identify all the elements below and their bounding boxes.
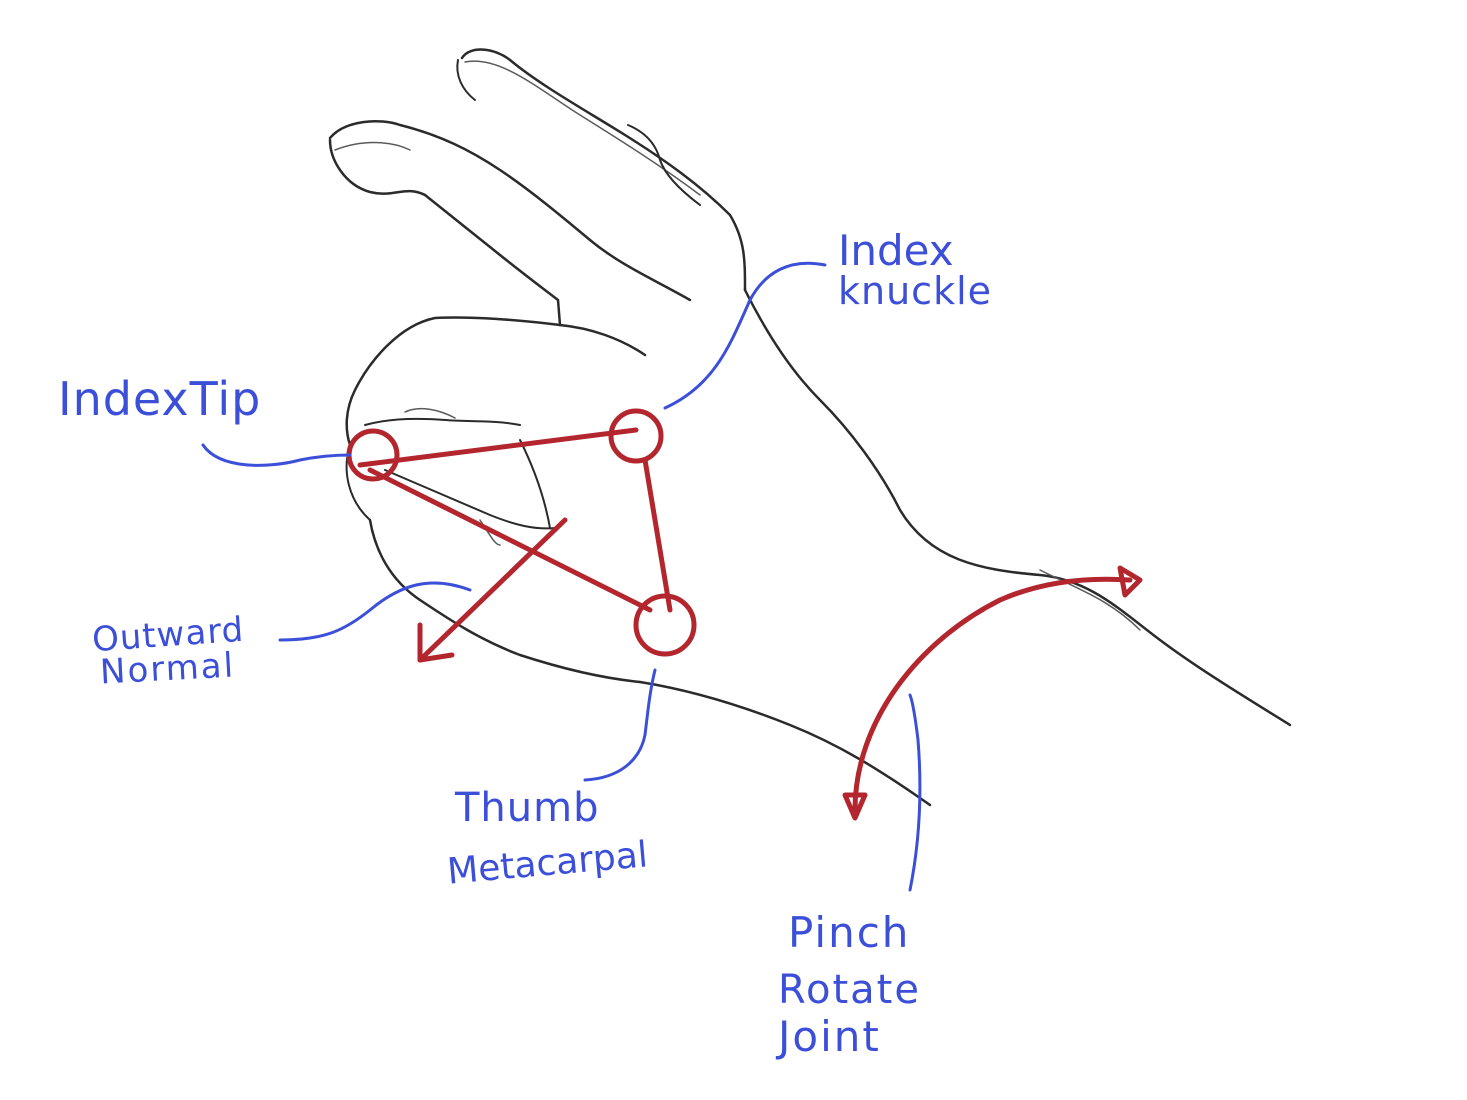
label-thumb-metacarpal-line1: Thumb [455,785,600,831]
hand-outline [328,48,1292,807]
outward-normal-arrow [417,517,568,663]
label-index-tip: IndexTip [58,372,262,426]
pinch-rotate-arc [842,565,1143,821]
joint-markers [346,408,697,657]
joint-triangle [357,427,673,613]
label-pinch-line: Pinch [788,908,911,957]
label-index-knuckle-line2: knuckle [838,269,993,313]
index-knuckle-joint [608,408,664,464]
label-index-knuckle-line1: Index [838,226,954,275]
leader-lines [201,261,922,892]
label-rotate-line: Rotate [778,967,921,1013]
label-outward-normal-line2: Normal [99,645,236,693]
thumb-metacarpal-joint [633,593,697,657]
label-joint-line: Joint [778,1012,881,1061]
